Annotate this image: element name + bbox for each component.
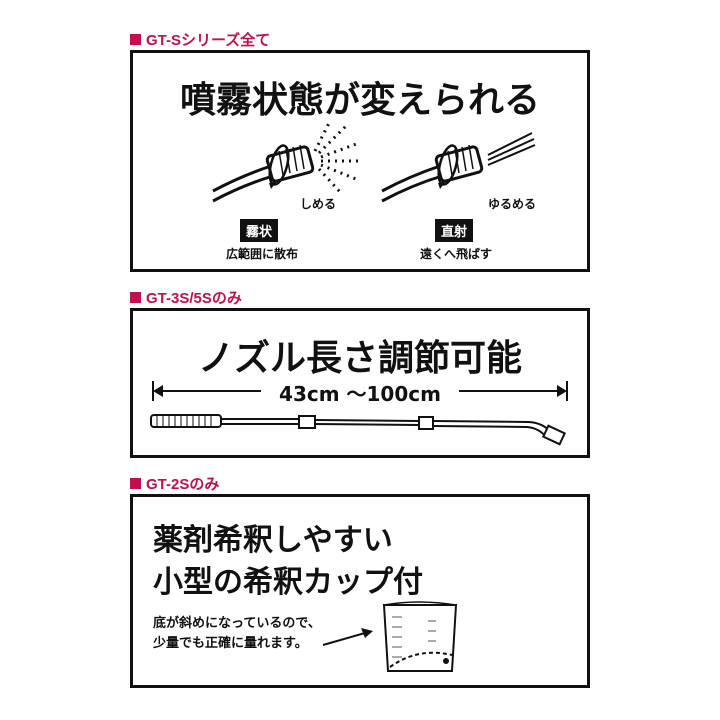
jet-tag: 直射 xyxy=(435,219,474,242)
label-square-icon xyxy=(130,33,141,45)
length-range-arrow xyxy=(152,381,568,401)
measuring-cup-icon xyxy=(382,601,458,672)
nozzle-length-panel: ノズル長さ調節可能 43cm ～100cm xyxy=(130,308,590,458)
length-range: 43cm ～100cm xyxy=(279,382,441,406)
cup-note-1: 底が斜めになっているので、 xyxy=(153,616,321,631)
tighten-text: しめる xyxy=(300,197,337,211)
spray-wand-icon xyxy=(150,414,567,446)
label-square-icon xyxy=(130,477,141,489)
length-headline: ノズル長さ調節可能 xyxy=(197,338,522,379)
spray-headline: 噴霧状態が変えられる xyxy=(179,80,540,121)
section-label-text: GT-Sシリーズ全て xyxy=(146,31,271,49)
mist-tag: 霧状 xyxy=(240,219,279,242)
dilution-cup-panel: 薬剤希釈しやすい 小型の希釈カップ付 底が斜めになっているので、 少量でも正確に… xyxy=(130,494,590,688)
section-label-text: GT-2Sのみ xyxy=(146,475,220,493)
loosen-text: ゆるめる xyxy=(488,197,537,211)
mist-caption: 広範囲に散布 xyxy=(226,247,299,261)
mist-nozzle-icon xyxy=(212,122,361,203)
label-square-icon xyxy=(130,291,141,303)
spray-mode-panel: 噴霧状態が変えられる しめる 霧状 広範囲に散布 ゆるめる 直射 遠くへ xyxy=(130,50,590,272)
section-label-3s5s: GT-3S/5Sのみ xyxy=(130,287,242,307)
section-label-2s: GT-2Sのみ xyxy=(130,473,219,493)
jet-caption: 遠くへ飛ばす xyxy=(420,247,493,261)
jet-nozzle-icon xyxy=(381,132,536,203)
section-label-all: GT-Sシリーズ全て xyxy=(130,29,270,49)
cup-headline-1: 薬剤希釈しやすい xyxy=(153,523,393,558)
cup-note-2: 少量でも正確に量れます。 xyxy=(153,636,308,651)
section-label-text: GT-3S/5Sのみ xyxy=(146,289,242,307)
pointer-arrow-icon xyxy=(322,628,373,646)
cup-headline-2: 小型の希釈カップ付 xyxy=(153,565,423,600)
